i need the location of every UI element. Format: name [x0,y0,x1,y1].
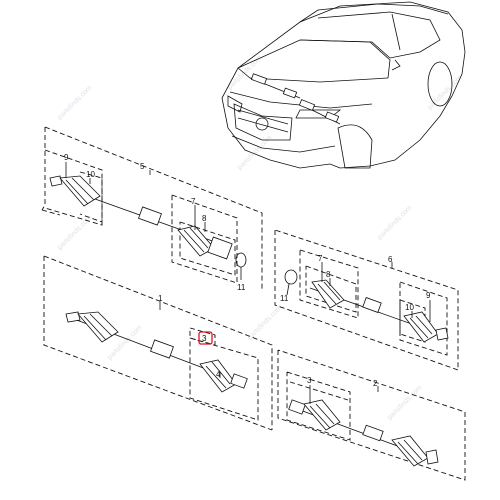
callout-10: 10 [405,303,414,312]
callout-10: 10 [86,170,95,179]
callout-8: 8 [202,214,207,223]
watermark: partsfinds.com [246,304,283,341]
callout-7: 7 [191,197,196,206]
callout-4: 4 [216,370,221,379]
group-1-axle [43,255,273,431]
selected-part-highlight[interactable] [198,331,213,345]
group-2-axle [277,349,466,481]
leader-lines [65,162,431,404]
callouts: 5 9 10 7 8 11 1 3 4 6 7 8 11 9 10 2 3 [64,153,431,388]
callout-1: 1 [158,294,163,303]
callout-9: 9 [426,291,431,300]
group-5-axle [41,126,263,290]
callout-8: 8 [326,270,331,279]
watermark: partsfinds.com [226,54,263,91]
callout-3: 3 [202,334,207,343]
callout-11: 11 [280,294,289,303]
callout-9: 9 [64,153,69,162]
callout-6: 6 [388,255,393,264]
car-illustration [221,1,466,169]
callout-3: 3 [307,376,312,385]
callout-11: 11 [237,283,246,292]
callout-5: 5 [140,162,145,171]
callout-7: 7 [318,254,323,263]
watermark: partsfinds.com [376,204,413,241]
watermark: partsfinds.com [56,84,93,121]
watermark: partsfinds.com [56,214,93,251]
group-6-axle [274,229,459,371]
watermark-group: partsfinds.com partsfinds.com partsfinds… [56,54,463,421]
watermark: partsfinds.com [386,384,423,421]
callout-2: 2 [373,379,378,388]
watermark: partsfinds.com [426,74,463,111]
